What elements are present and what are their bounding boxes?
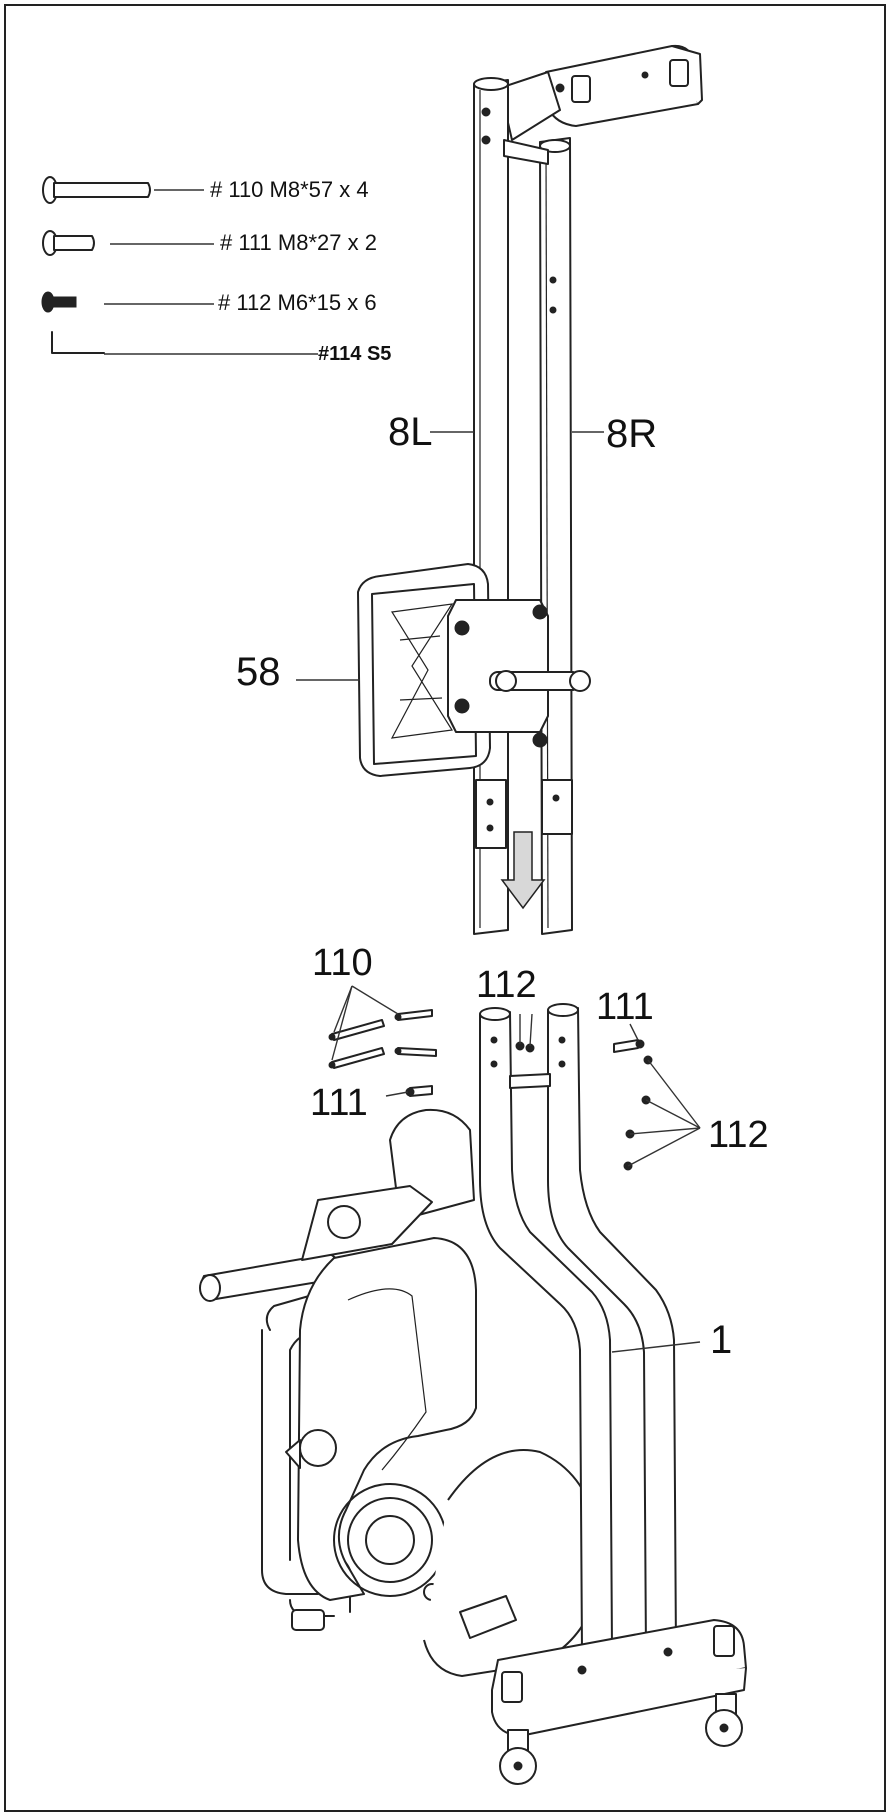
callout-110: 110 [312, 942, 373, 984]
part-1-label: 1 [710, 1318, 733, 1362]
hardware-110-label: # 110 M8*57 x 4 [210, 177, 369, 202]
insert-direction-arrow-icon [500, 831, 546, 910]
screw-icon [41, 291, 214, 313]
callout-112-top: 112 [476, 964, 537, 1006]
part-8r-label: 8R [606, 412, 658, 456]
bolt-111-right [613, 1039, 645, 1053]
leader-lines [296, 431, 701, 1353]
callout-111-right: 111 [596, 986, 654, 1028]
long-bolt-icon [42, 176, 204, 204]
screws-112 [515, 1041, 653, 1171]
short-bolt-icon [42, 230, 214, 256]
part-8l-label: 8L [388, 410, 433, 454]
bolts-110 [328, 1009, 437, 1069]
hardware-112-label: # 112 M6*15 x 6 [218, 290, 377, 315]
callout-112-right: 112 [708, 1114, 769, 1156]
allen-key-icon [51, 331, 318, 355]
upper-rail-assembly [357, 44, 703, 935]
hardware-111-label: # 111 M8*27 x 2 [220, 230, 377, 255]
hardware-114-label: #114 S5 [318, 343, 392, 365]
callout-111-left: 111 [310, 1082, 368, 1124]
main-frame-assembly [199, 1003, 747, 1785]
diagram-frame [4, 4, 886, 1812]
bolt-111-left [405, 1085, 433, 1097]
part-58-label: 58 [236, 650, 281, 694]
